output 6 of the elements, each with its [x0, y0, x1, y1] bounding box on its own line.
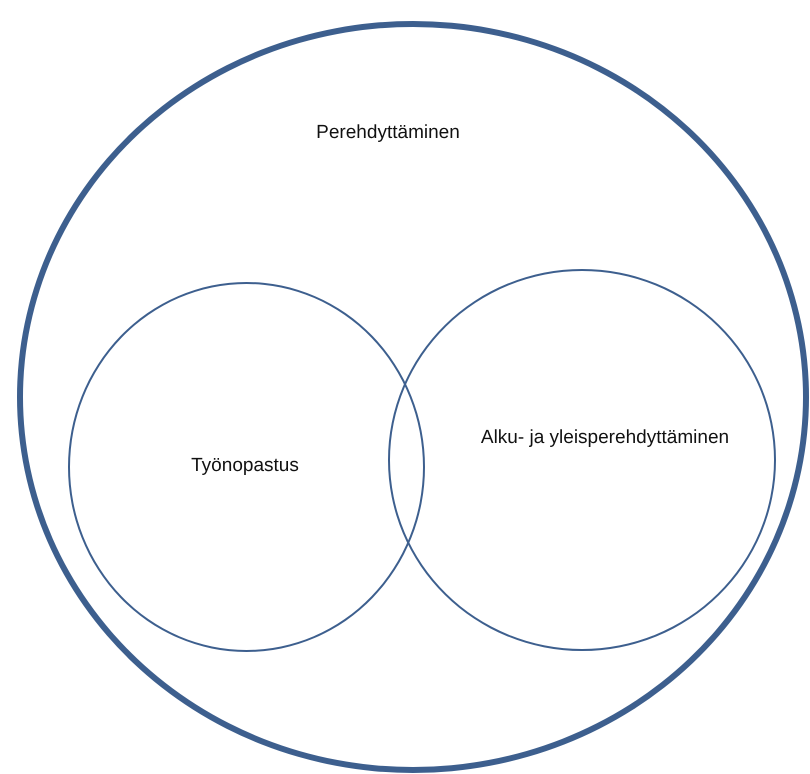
left-circle: [68, 282, 425, 652]
right-circle: [388, 269, 776, 651]
outer-circle: [17, 21, 809, 773]
circle-label: Perehdyttäminen: [315, 121, 461, 145]
circle-label: Alku- ja yleisperehdyttäminen: [480, 426, 730, 450]
circle-label: Työnopastus: [190, 454, 300, 478]
